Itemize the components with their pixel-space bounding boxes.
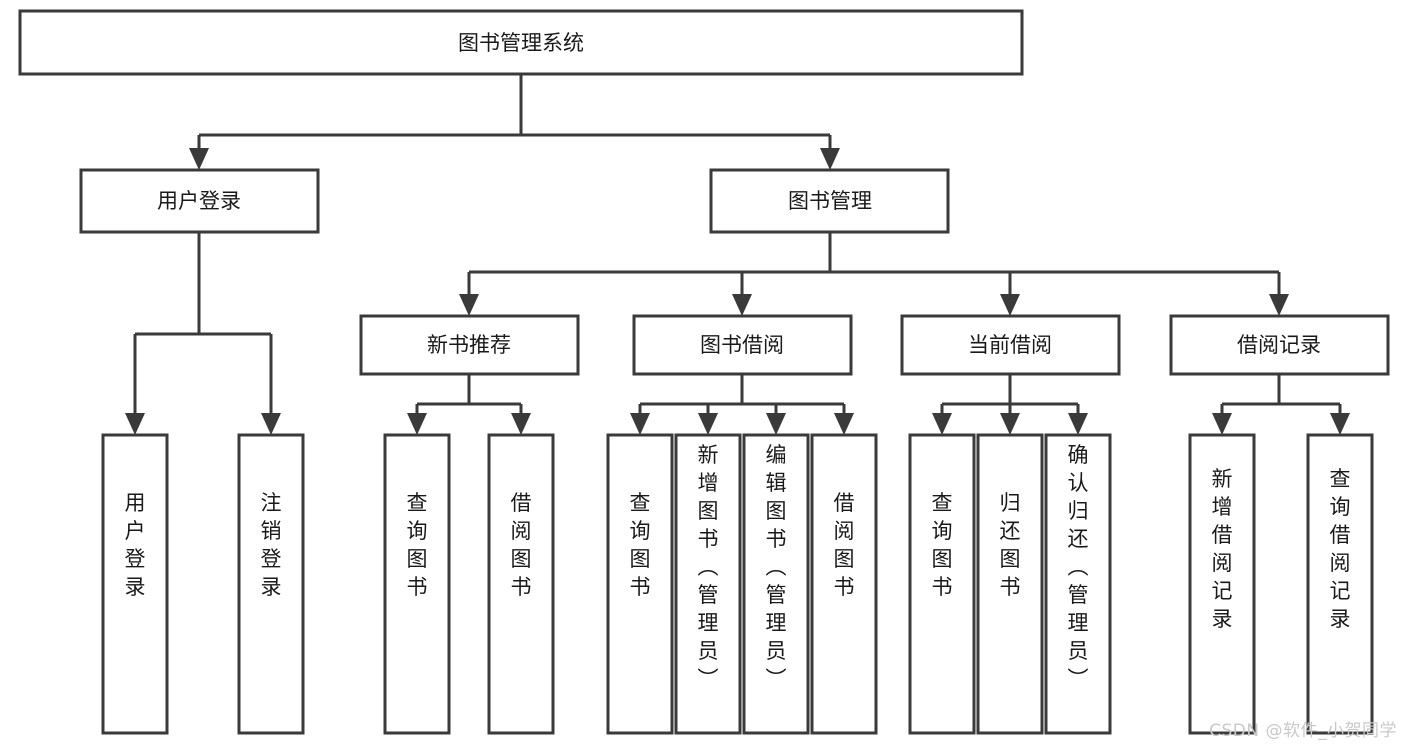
- connector-group-user-login-to-leaves: [125, 232, 281, 435]
- node-new-book-recommend-label: 新书推荐: [427, 333, 511, 357]
- arrow-to-leaf-add-book: [698, 413, 718, 435]
- node-new-book-recommend[interactable]: 新书推荐: [359, 314, 580, 376]
- connector-group-book-borrow-to-leaves: [630, 374, 854, 435]
- node-leaf-borrow-book-1-label: 借阅图书: [511, 491, 532, 599]
- connector-group-root-to-level2: [189, 74, 840, 170]
- connector-group-new-book-recommend-to-leaves: [407, 374, 531, 435]
- node-leaf-borrow-book-2-box[interactable]: [810, 433, 878, 735]
- arrow-to-new-book-recommend: [459, 294, 479, 316]
- node-leaf-return-book[interactable]: 归还图书: [976, 433, 1044, 735]
- arrow-to-leaf-query-book-3: [932, 413, 952, 435]
- node-leaf-borrow-book-2-label: 借阅图书: [834, 491, 855, 599]
- node-leaf-query-book-3-box[interactable]: [908, 433, 976, 735]
- node-leaf-user-login-box[interactable]: [101, 433, 169, 735]
- arrow-to-leaf-user-logout: [261, 413, 281, 435]
- node-leaf-add-record-label: 新增借阅记录: [1212, 467, 1233, 631]
- arrow-to-leaf-return-book: [1000, 413, 1020, 435]
- node-leaf-add-record[interactable]: 新增借阅记录: [1188, 433, 1256, 735]
- node-user-login[interactable]: 用户登录: [79, 168, 320, 234]
- node-leaf-edit-book[interactable]: 编辑图书︵管理员︶: [742, 433, 810, 735]
- node-leaf-query-book-2-box[interactable]: [606, 433, 674, 735]
- arrow-to-leaf-query-record: [1330, 413, 1350, 435]
- node-leaf-return-book-label: 归还图书: [1000, 491, 1021, 599]
- node-leaf-user-login[interactable]: 用户登录: [101, 433, 169, 735]
- node-book-manage-box[interactable]: [709, 168, 950, 234]
- node-borrow-record[interactable]: 借阅记录: [1169, 314, 1390, 376]
- node-leaf-edit-book-label: 编辑图书︵管理员︶: [766, 443, 787, 691]
- node-leaf-borrow-book-1[interactable]: 借阅图书: [487, 433, 555, 735]
- connector-group-book-manage-to-level3: [459, 232, 1289, 316]
- arrow-to-leaf-add-record: [1212, 413, 1232, 435]
- node-leaf-query-book-1-label: 查询图书: [407, 491, 428, 599]
- node-leaf-query-book-1-box[interactable]: [383, 433, 451, 735]
- node-leaf-return-book-box[interactable]: [976, 433, 1044, 735]
- node-leaf-query-book-3[interactable]: 查询图书: [908, 433, 976, 735]
- node-leaf-query-book-3-label: 查询图书: [932, 491, 953, 599]
- node-current-borrow[interactable]: 当前借阅: [900, 314, 1121, 376]
- arrow-to-borrow-record: [1269, 294, 1289, 316]
- node-leaf-user-logout-box[interactable]: [237, 433, 305, 735]
- node-leaf-user-logout[interactable]: 注销登录: [237, 433, 305, 735]
- node-leaf-confirm-return[interactable]: 确认归还︵管理员︶: [1044, 433, 1112, 735]
- node-book-borrow-label: 图书借阅: [700, 333, 784, 357]
- node-borrow-record-label: 借阅记录: [1237, 333, 1321, 357]
- node-book-manage-label: 图书管理: [788, 189, 872, 213]
- node-root-box[interactable]: [18, 9, 1024, 76]
- arrow-to-leaf-edit-book: [766, 413, 786, 435]
- node-leaf-user-logout-label: 注销登录: [261, 491, 282, 599]
- node-borrow-record-box[interactable]: [1169, 314, 1390, 376]
- node-leaf-query-record[interactable]: 查询借阅记录: [1306, 433, 1374, 735]
- arrow-to-book-borrow: [732, 294, 752, 316]
- connector-group-current-borrow-to-leaves: [932, 374, 1088, 435]
- node-leaf-query-record-label: 查询借阅记录: [1330, 467, 1351, 631]
- node-current-borrow-box[interactable]: [900, 314, 1121, 376]
- node-leaf-query-book-2[interactable]: 查询图书: [606, 433, 674, 735]
- node-leaf-user-login-label: 用户登录: [125, 491, 146, 599]
- node-leaf-query-book-1[interactable]: 查询图书: [383, 433, 451, 735]
- node-book-manage[interactable]: 图书管理: [709, 168, 950, 234]
- node-leaf-add-record-box[interactable]: [1188, 433, 1256, 735]
- node-leaf-add-book-label: 新增图书︵管理员︶: [698, 443, 719, 691]
- arrow-to-leaf-query-book-1: [407, 413, 427, 435]
- node-leaf-query-book-2-label: 查询图书: [630, 491, 651, 599]
- arrow-to-leaf-borrow-book-1: [511, 413, 531, 435]
- node-leaf-borrow-book-2[interactable]: 借阅图书: [810, 433, 878, 735]
- node-user-login-label: 用户登录: [157, 189, 241, 213]
- node-root-book-management-system[interactable]: 图书管理系统: [18, 9, 1024, 76]
- node-root-label: 图书管理系统: [458, 31, 584, 55]
- node-leaf-confirm-return-label: 确认归还︵管理员︶: [1068, 443, 1089, 691]
- node-leaf-edit-book-box[interactable]: [742, 433, 810, 735]
- node-leaf-confirm-return-box[interactable]: [1044, 433, 1112, 735]
- node-user-login-box[interactable]: [79, 168, 320, 234]
- arrow-to-leaf-query-book-2: [630, 413, 650, 435]
- node-book-borrow[interactable]: 图书借阅: [632, 314, 853, 376]
- arrow-to-leaf-borrow-book-2: [834, 413, 854, 435]
- connector-group-borrow-record-to-leaves: [1212, 374, 1350, 435]
- node-leaf-borrow-book-1-box[interactable]: [487, 433, 555, 735]
- node-leaf-add-book-box[interactable]: [674, 433, 742, 735]
- arrow-to-leaf-user-login: [125, 413, 145, 435]
- node-current-borrow-label: 当前借阅: [968, 333, 1052, 357]
- node-leaf-add-book[interactable]: 新增图书︵管理员︶: [674, 433, 742, 735]
- node-book-borrow-box[interactable]: [632, 314, 853, 376]
- arrow-to-current-borrow: [1000, 294, 1020, 316]
- arrow-to-user-login: [189, 148, 209, 170]
- node-new-book-recommend-box[interactable]: [359, 314, 580, 376]
- arrow-to-book-manage: [820, 148, 840, 170]
- node-leaf-query-record-box[interactable]: [1306, 433, 1374, 735]
- arrow-to-leaf-confirm-return: [1068, 413, 1088, 435]
